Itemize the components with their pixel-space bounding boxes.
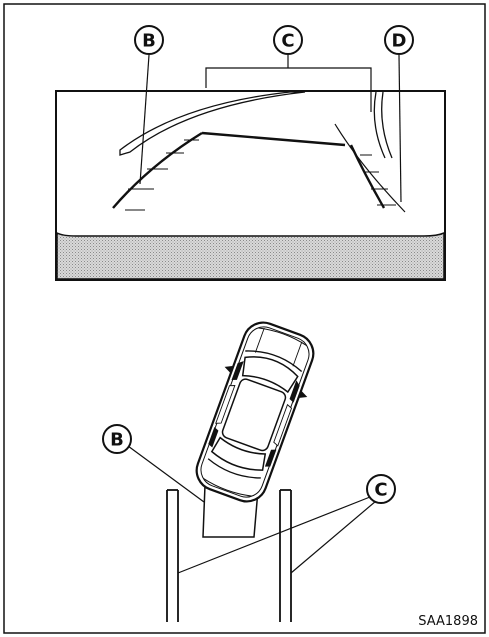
callout-b-bottom: B: [102, 424, 132, 454]
predicted-course-line-right: [373, 91, 393, 159]
top-callouts: [139, 54, 402, 203]
callout-d-label: D: [392, 31, 407, 52]
width-guide-area: [202, 484, 259, 538]
bumper-area: [56, 231, 445, 280]
vehicle-width-guide-right: [349, 144, 386, 209]
camera-display: [55, 90, 446, 281]
bottom-callouts: [127, 445, 377, 574]
predicted-course-line-left: [119, 91, 306, 156]
callout-b-top: B: [134, 25, 164, 55]
callout-b-label: B: [110, 430, 124, 451]
distance-guide-line: [334, 123, 406, 213]
callout-d-top: D: [384, 25, 414, 55]
parking-space: [166, 489, 292, 622]
car-top-view: [195, 321, 315, 503]
figure-frame: [3, 3, 486, 634]
callout-c-top: C: [273, 25, 303, 55]
callout-c-label: C: [374, 480, 387, 501]
callout-c-label: C: [281, 31, 294, 52]
figure-code: SAA1898: [418, 614, 478, 629]
callout-c-bottom: C: [366, 474, 396, 504]
guide-far-line: [201, 131, 346, 147]
distance-ticks: [125, 139, 396, 211]
callout-b-label: B: [142, 31, 156, 52]
